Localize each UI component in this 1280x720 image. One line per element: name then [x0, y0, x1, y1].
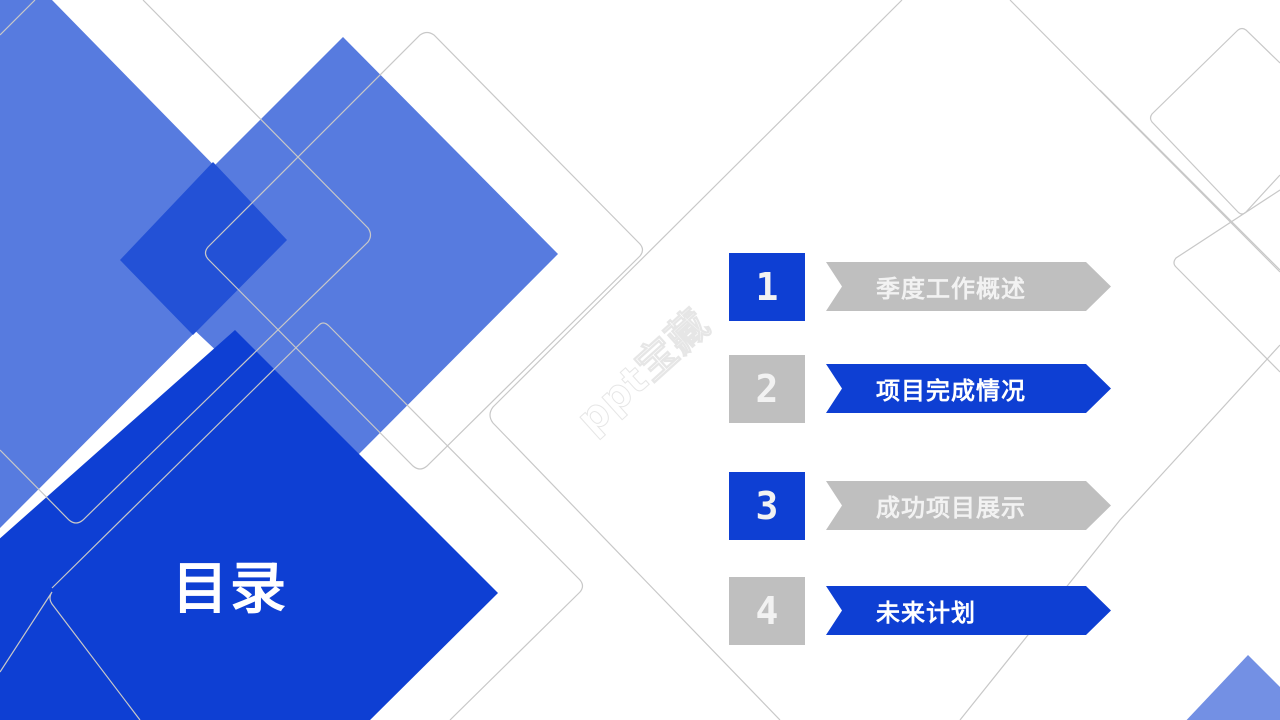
- outline-diamond-right-mid: [1173, 189, 1280, 373]
- toc-item-3[interactable]: 3 成功项目展示: [729, 472, 1119, 540]
- outline-diamond-right-top: [1149, 27, 1280, 215]
- dark-blue-diamond: [0, 330, 498, 720]
- outline-diamond-large: [489, 0, 1280, 720]
- toc-item-2[interactable]: 2 项目完成情况: [729, 355, 1119, 423]
- outline-diamond-1: [0, 0, 372, 524]
- toc-label-1: 季度工作概述: [876, 275, 1026, 303]
- outline-diamond-2: [204, 31, 644, 470]
- overlap-diamond: [120, 162, 287, 335]
- toc-banner-4[interactable]: 未来计划: [826, 586, 1111, 635]
- toc-item-4[interactable]: 4 未来计划: [729, 577, 1119, 645]
- toc-number-2: 2: [729, 355, 805, 423]
- outline-diamond-large-right: [959, 344, 1280, 720]
- toc-item-1[interactable]: 1 季度工作概述: [729, 253, 1119, 321]
- toc-label-4: 未来计划: [876, 599, 976, 627]
- toc-number-3: 3: [729, 472, 805, 540]
- page-title: 目录: [172, 557, 288, 622]
- toc-banner-3[interactable]: 成功项目展示: [826, 481, 1111, 530]
- outline-line: [0, 0, 36, 36]
- toc-banner-2[interactable]: 项目完成情况: [826, 364, 1111, 413]
- toc-number-1: 1: [729, 253, 805, 321]
- toc-label-2: 项目完成情况: [876, 377, 1026, 405]
- outline-line-right: [1099, 89, 1280, 271]
- toc-banner-1[interactable]: 季度工作概述: [826, 262, 1111, 311]
- accent-diamond-bottom-right: [1186, 655, 1280, 720]
- outline-diamond-3: [0, 322, 584, 720]
- toc-label-3: 成功项目展示: [876, 494, 1026, 522]
- toc-number-4: 4: [729, 577, 805, 645]
